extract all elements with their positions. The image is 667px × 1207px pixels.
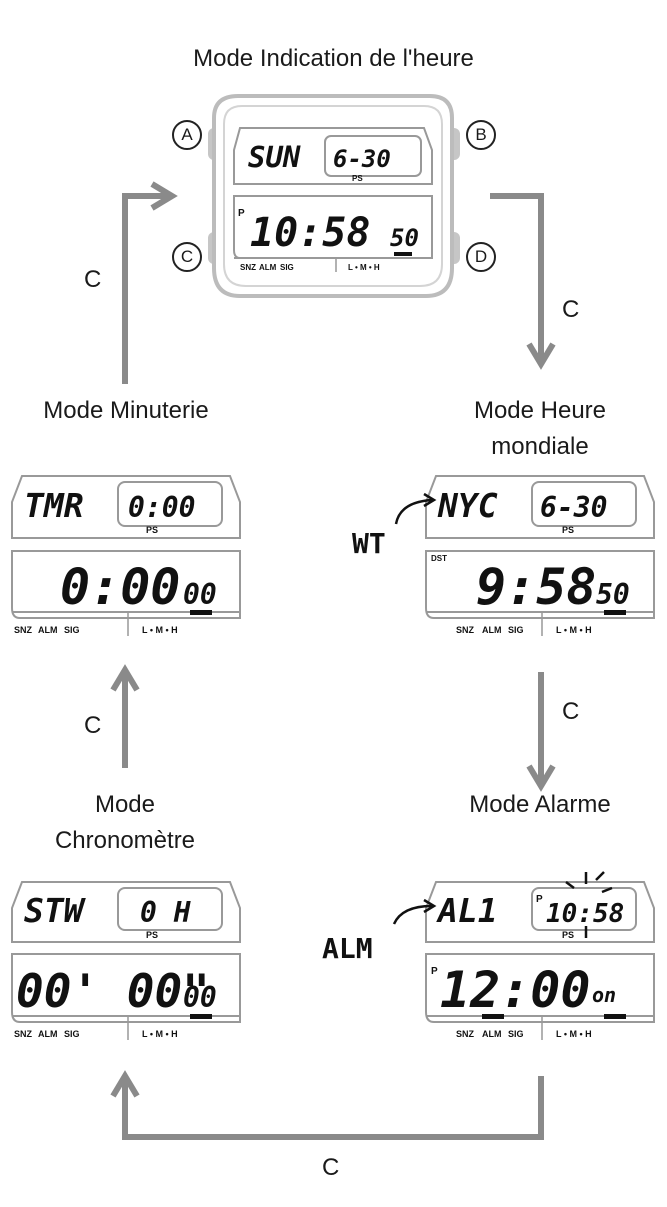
world-dst-indicator: DST — [431, 554, 447, 563]
world-sig-indicator: SIG — [508, 625, 524, 635]
cycle-label-alarm-to-stopwatch: C — [322, 1154, 340, 1181]
annotation-pointer-wt — [394, 498, 433, 525]
button-c-label: C — [172, 242, 202, 272]
timekeeping-time-text: 10:58 — [250, 210, 370, 256]
display-stopwatch: STW 0 H PS 00' 00" 00 SNZ ALM SIG L • M … — [11, 881, 241, 1040]
display-world-time: NYC 6-30 PS DST 9:58 50 SNZ ALM SIG L • … — [352, 475, 655, 636]
alarm-sig-indicator: SIG — [508, 1029, 524, 1039]
title-stopwatch-line1: Mode — [94, 791, 156, 818]
cycle-label-timer-to-time: C — [84, 266, 102, 293]
button-a-label: A — [172, 120, 202, 150]
timer-ps-indicator: PS — [146, 525, 158, 535]
alarm-alm-indicator: ALM — [482, 1029, 502, 1039]
alarm-time-text: 12:00 — [440, 961, 591, 1019]
timer-mode-text: TMR — [24, 486, 84, 525]
arrow-alarm-to-stopwatch — [122, 1076, 544, 1140]
timekeeping-mode-text: SUN — [248, 140, 301, 174]
cycle-label-stopwatch-to-timer: C — [84, 712, 102, 739]
display-alarm: AL1 P 10:58 PS P 12:00 on SNZ ALM SIG L … — [322, 871, 655, 1040]
alarm-current-pm-indicator: P — [536, 894, 543, 905]
timekeeping-sig-indicator: SIG — [280, 263, 294, 272]
annotation-pointer-alm — [392, 904, 433, 925]
world-lmh-indicator: L • M • H — [556, 625, 592, 635]
arrowhead-alarm-in — [526, 764, 556, 792]
timekeeping-date-text: 6-30 — [333, 145, 391, 173]
stopwatch-hundredths-text: 00 — [183, 981, 217, 1014]
arrowhead-timer-in — [110, 664, 140, 692]
watch-timekeeping: SUN 6-30 PS P 10:58 50 SNZ ALM SIG L • M… — [208, 94, 460, 298]
timer-snz-indicator: SNZ — [14, 625, 33, 635]
arrowhead-world-in — [526, 342, 556, 370]
cycle-label-world-to-alarm: C — [562, 698, 580, 725]
title-world-time-line2: mondiale — [491, 433, 589, 460]
timer-time-text: 0:00 — [60, 558, 180, 616]
arrow-timekeeping-to-world — [490, 193, 544, 362]
title-alarm: Mode Alarme — [469, 791, 611, 818]
world-time-text: 9:58 — [476, 558, 596, 616]
alarm-status-text: on — [592, 983, 616, 1007]
title-timer: Mode Minuterie — [43, 397, 209, 424]
alarm-pm-indicator: P — [431, 966, 438, 977]
button-d-label: D — [466, 242, 496, 272]
title-world-time-line1: Mode Heure — [473, 397, 607, 424]
world-alm-indicator: ALM — [482, 625, 502, 635]
timekeeping-lmh-indicator: L • M • H — [348, 263, 380, 272]
timer-lmh-indicator: L • M • H — [142, 625, 178, 635]
timer-sig-indicator: SIG — [64, 625, 80, 635]
world-annotation-wt: WT — [352, 527, 386, 560]
button-b-label: B — [466, 120, 496, 150]
alarm-snz-indicator: SNZ — [456, 1029, 475, 1039]
arrowhead-stopwatch-in — [110, 1070, 140, 1098]
timekeeping-ps-indicator: PS — [352, 174, 363, 183]
world-city-text: NYC — [437, 486, 498, 525]
timer-preset-text: 0:00 — [128, 491, 195, 524]
timekeeping-seconds-text: 50 — [390, 224, 419, 252]
stopwatch-alm-indicator: ALM — [38, 1029, 58, 1039]
stopwatch-laps-text: 0 H — [140, 896, 191, 929]
alarm-annotation-alm: ALM — [322, 932, 373, 965]
timer-alm-indicator: ALM — [38, 625, 58, 635]
stopwatch-lmh-indicator: L • M • H — [142, 1029, 178, 1039]
alarm-current-time-text: 10:58 — [546, 899, 624, 929]
cycle-label-time-to-world: C — [562, 296, 580, 323]
arrowhead-timekeeping-in — [150, 181, 178, 211]
stopwatch-ps-indicator: PS — [146, 930, 158, 940]
alarm-mode-text: AL1 — [436, 891, 498, 930]
title-stopwatch-line2: Chronomètre — [54, 827, 196, 854]
world-seconds-text: 50 — [596, 578, 630, 611]
timekeeping-pm-indicator: P — [238, 208, 245, 219]
alarm-lmh-indicator: L • M • H — [556, 1029, 592, 1039]
timer-seconds-text: 00 — [183, 578, 217, 611]
arrow-timer-to-timekeeping — [122, 193, 172, 384]
display-timer: TMR 0:00 PS 0:00 00 SNZ ALM SIG L • M • … — [11, 475, 241, 636]
stopwatch-sig-indicator: SIG — [64, 1029, 80, 1039]
timekeeping-snz-indicator: SNZ — [240, 263, 256, 272]
world-ps-indicator: PS — [562, 525, 574, 535]
timekeeping-alm-indicator: ALM — [259, 263, 277, 272]
stopwatch-snz-indicator: SNZ — [14, 1029, 33, 1039]
stopwatch-time-text: 00' 00" — [16, 964, 210, 1018]
flashing-colon-marks — [565, 871, 613, 938]
stopwatch-mode-text: STW — [24, 891, 87, 930]
alarm-ps-indicator: PS — [562, 930, 574, 940]
world-snz-indicator: SNZ — [456, 625, 475, 635]
title-timekeeping: Mode Indication de l'heure — [193, 45, 474, 72]
world-date-text: 6-30 — [540, 491, 607, 524]
